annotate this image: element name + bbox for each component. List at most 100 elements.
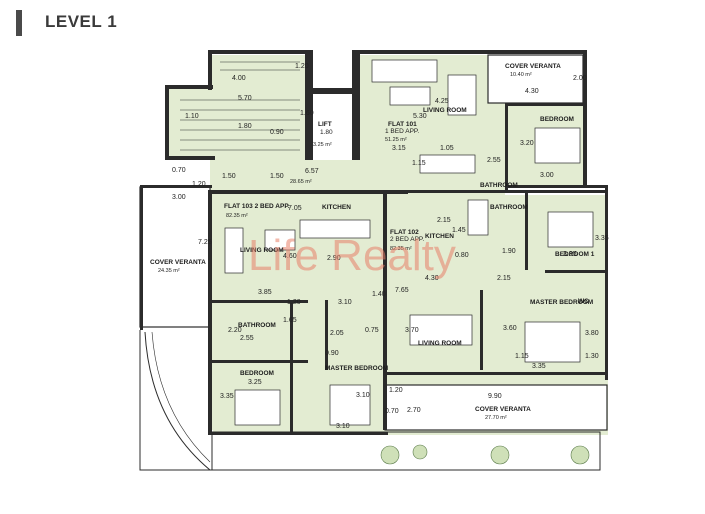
flat102-master-label: MASTER BEDROOM xyxy=(530,299,593,306)
planter-row xyxy=(380,444,590,465)
staircase xyxy=(180,61,300,151)
dim: 1.90 xyxy=(502,248,516,255)
flat101-bathroom-label: BATHROOM xyxy=(480,182,518,189)
furniture xyxy=(224,59,594,426)
dim: 1.45 xyxy=(452,227,466,234)
dim: 1.10 xyxy=(185,113,199,120)
flat101-type: 1 BED APP. xyxy=(385,128,419,135)
dim: 2.15 xyxy=(437,217,451,224)
dim: 3.35 xyxy=(595,235,609,242)
dim: 0.70 xyxy=(172,167,186,174)
dim: 1.50 xyxy=(270,173,284,180)
corridor-area: 28.65 m² xyxy=(290,179,312,185)
balcony-curve-inner xyxy=(151,331,211,463)
dim: 4.00 xyxy=(232,75,246,82)
flat101-name: FLAT 101 xyxy=(388,121,417,128)
veranta-left-label: COVER VERANTA xyxy=(150,259,206,266)
dim: 2.55 xyxy=(240,335,254,342)
dim: 7.05 xyxy=(288,205,302,212)
lift-label: LIFT xyxy=(318,121,332,128)
flat103-bathroom-label: BATHROOM xyxy=(238,322,276,329)
flat103-master-label: MASTER BEDROOM xyxy=(325,365,388,372)
dim: 3.85 xyxy=(258,289,272,296)
dim: 1.20 xyxy=(287,299,301,306)
flat103-area: 82.35 m² xyxy=(226,213,248,219)
dim: 1.05 xyxy=(440,145,454,152)
dim: 3.35 xyxy=(220,393,234,400)
page-title: LEVEL 1 xyxy=(45,12,118,31)
dim: 6.57 xyxy=(305,168,319,175)
dim: 9.90 xyxy=(488,393,502,400)
lift-dim: 1.80 xyxy=(320,129,333,136)
veranta-bottom-label: COVER VERANTA xyxy=(475,406,531,413)
flat102-area: 82.35 m² xyxy=(390,246,412,252)
dim: 2.00 xyxy=(573,75,587,82)
dim: 3.80 xyxy=(585,330,599,337)
dim: 0.90 xyxy=(325,350,339,357)
dim: 3.60 xyxy=(503,325,517,332)
flat102-bedroom1-label: BEDROOM 1 xyxy=(555,251,595,258)
dim: 5.30 xyxy=(413,113,427,120)
watermark: Life Realty xyxy=(248,231,456,280)
dim: 4.30 xyxy=(525,88,539,95)
flat103-kitchen-label: KITCHEN xyxy=(322,204,351,211)
title-accent-bar xyxy=(16,10,22,36)
dim: 1.40 xyxy=(372,291,386,298)
dim: 3.15 xyxy=(392,145,406,152)
dim: 7.25 xyxy=(198,239,212,246)
flat103-living-label: LIVING ROOM xyxy=(240,247,284,254)
dim: 1.30 xyxy=(585,353,599,360)
dim: 7.65 xyxy=(395,287,409,294)
flat102-bathroom-label: BATHROOM xyxy=(490,204,528,211)
flat102-living-label: LIVING ROOM xyxy=(418,340,462,347)
dim: 1.15 xyxy=(515,353,529,360)
dim: 3.20 xyxy=(520,140,534,147)
dim: 1.60 xyxy=(300,110,314,117)
dim: 2.55 xyxy=(487,157,501,164)
flat102-kitchen-label: KITCHEN xyxy=(425,233,454,240)
dim: 4.25 xyxy=(435,98,449,105)
veranta-areas xyxy=(139,54,608,431)
dim: 3.35 xyxy=(532,363,546,370)
dim: 2.70 xyxy=(407,407,421,414)
dim: 3.10 xyxy=(338,299,352,306)
flat101-bedroom-label: BEDROOM xyxy=(540,116,574,123)
balcony-curve xyxy=(144,331,211,471)
dim: 2.20 xyxy=(228,327,242,334)
veranta-bottom-area: 27.70 m² xyxy=(485,415,507,421)
flat102-type: 2 BED APP. xyxy=(390,236,424,243)
flat101-living-label: LIVING ROOM xyxy=(423,107,467,114)
dim: 3.10 xyxy=(356,392,370,399)
dim: 3.25 xyxy=(248,379,262,386)
flat103-bedroom-label: BEDROOM xyxy=(240,370,274,377)
dim: 1.20 xyxy=(295,63,309,70)
dim: 0.70 xyxy=(385,408,399,415)
dim: 1.20 xyxy=(389,387,403,394)
dim: 2.90 xyxy=(327,255,341,262)
dim: 1.20 xyxy=(192,181,206,188)
dim: 1.15 xyxy=(412,160,426,167)
veranta-top-area: 10.40 m² xyxy=(510,72,532,78)
dim: 1.50 xyxy=(222,173,236,180)
dim: 3.35 xyxy=(563,251,577,258)
dim: 3.70 xyxy=(405,327,419,334)
veranta-top-label: COVER VERANTA xyxy=(505,63,561,70)
dim: 1.65 xyxy=(283,317,297,324)
dim: 4.60 xyxy=(283,253,297,260)
wc-label: WC xyxy=(578,298,589,305)
lift-area: 3.25 m² xyxy=(313,142,332,148)
walls xyxy=(140,50,608,435)
dim: 3.00 xyxy=(172,194,186,201)
dim: 4.30 xyxy=(425,275,439,282)
dim: 2.05 xyxy=(330,330,344,337)
dim: 5.70 xyxy=(238,95,252,102)
dim: 3.00 xyxy=(540,172,554,179)
dim: 0.90 xyxy=(270,129,284,136)
veranta-left-area: 24.35 m² xyxy=(158,268,180,274)
flat103-name: FLAT 103 2 BED APP. xyxy=(224,203,290,210)
flat101-area: 51.25 m² xyxy=(385,137,407,143)
dim: 0.75 xyxy=(365,327,379,334)
dim: 1.80 xyxy=(238,123,252,130)
dim: 0.80 xyxy=(455,252,469,259)
